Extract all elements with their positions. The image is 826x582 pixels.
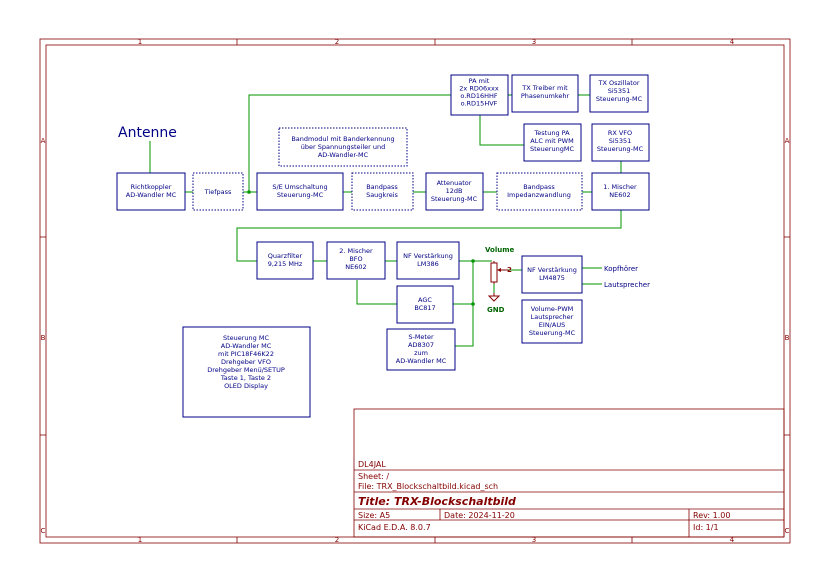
frame-bottom-number: 4 [730, 536, 735, 544]
wire-mischer-quarz [236, 210, 622, 262]
frame-top-number: 4 [730, 38, 735, 46]
block-steuerung-mc [182, 326, 311, 418]
block-se-umschaltung [256, 172, 344, 211]
frame-bottom-number: 1 [138, 536, 142, 544]
frame-right-letter: A [785, 137, 790, 145]
gnd-label: GND [487, 306, 505, 314]
drawing-title: Title: TRX-Blockschaltbild [358, 495, 516, 508]
dotted-blocks [192, 127, 583, 211]
file-name: File: TRX_Blockschaltbild.kicad_sch [358, 482, 498, 491]
frame-top-number: 3 [532, 38, 536, 46]
block-quarzfilter [256, 241, 314, 280]
frame-top-number: 1 [138, 38, 142, 46]
frame-ruler-labels: 1 2 3 4 1 2 3 4 A B C A B C [41, 38, 790, 544]
antenna-label: Antenne [118, 125, 177, 141]
gnd-symbol [487, 293, 501, 302]
block-agc [396, 285, 454, 324]
sheet-date: Date: 2024-11-20 [444, 511, 515, 520]
block-volume-pwm [521, 299, 583, 344]
block-nf-lm4875 [521, 255, 583, 294]
block-testung-pa [523, 123, 582, 162]
wire-nf-bus [455, 261, 474, 347]
junction-dot [471, 259, 475, 263]
sheet-name: Sheet: / [358, 472, 389, 481]
block-richtkoppler [116, 172, 186, 211]
frame-bottom-number: 2 [335, 536, 339, 544]
block-pa [450, 74, 509, 116]
wire-se-to-pa [248, 94, 451, 192]
wires [149, 94, 622, 347]
junction-dot [471, 302, 475, 306]
pot-pin-label: 2 [507, 266, 512, 274]
frame-bottom-number: 3 [532, 536, 536, 544]
title-block-texts: DL4JAL Sheet: / File: TRX_Blockschaltbil… [358, 460, 730, 532]
block-nf-lm386 [396, 241, 460, 280]
wire-mischer2-agc [356, 280, 397, 305]
block-mischer2 [326, 241, 386, 280]
block-bandmodul [278, 127, 408, 167]
junctions [247, 190, 475, 306]
block-mischer1 [591, 172, 650, 211]
junction-dot [247, 190, 251, 194]
sheet-id: Id: 1/1 [693, 523, 719, 532]
blocks [116, 74, 650, 418]
block-bandpass-impedanz [496, 172, 583, 211]
company-name: DL4JAL [358, 460, 386, 469]
sheet-rev: Rev: 1.00 [693, 511, 730, 520]
title-block [353, 408, 785, 538]
frame-left-letter: A [41, 137, 46, 145]
block-bandpass-saugkreis [351, 172, 414, 211]
frame-left-letter: B [41, 334, 46, 342]
frame-top-number: 2 [335, 38, 339, 46]
sheet-size: Size: A5 [358, 511, 390, 520]
frame-right-letter: B [785, 334, 790, 342]
tool-version: KiCad E.D.A. 8.0.7 [358, 523, 431, 532]
block-rx-vfo [591, 123, 650, 162]
frame-right-letter: C [785, 527, 790, 535]
lautsprecher-label: Lautsprecher [604, 281, 650, 289]
block-s-meter [386, 328, 456, 371]
wire-pa-testung [479, 115, 524, 146]
volume-potentiometer [490, 261, 508, 284]
volume-label: Volume [485, 246, 515, 254]
block-tx-oszillator [589, 74, 649, 113]
block-tiefpass [192, 172, 244, 211]
block-tx-treiber [511, 74, 579, 113]
tiefpass-text: Tiefpass [204, 188, 232, 196]
kopfhoerer-label: Kopfhörer [604, 265, 638, 273]
block-attenuator [425, 172, 484, 211]
frame-left-letter: C [41, 527, 46, 535]
